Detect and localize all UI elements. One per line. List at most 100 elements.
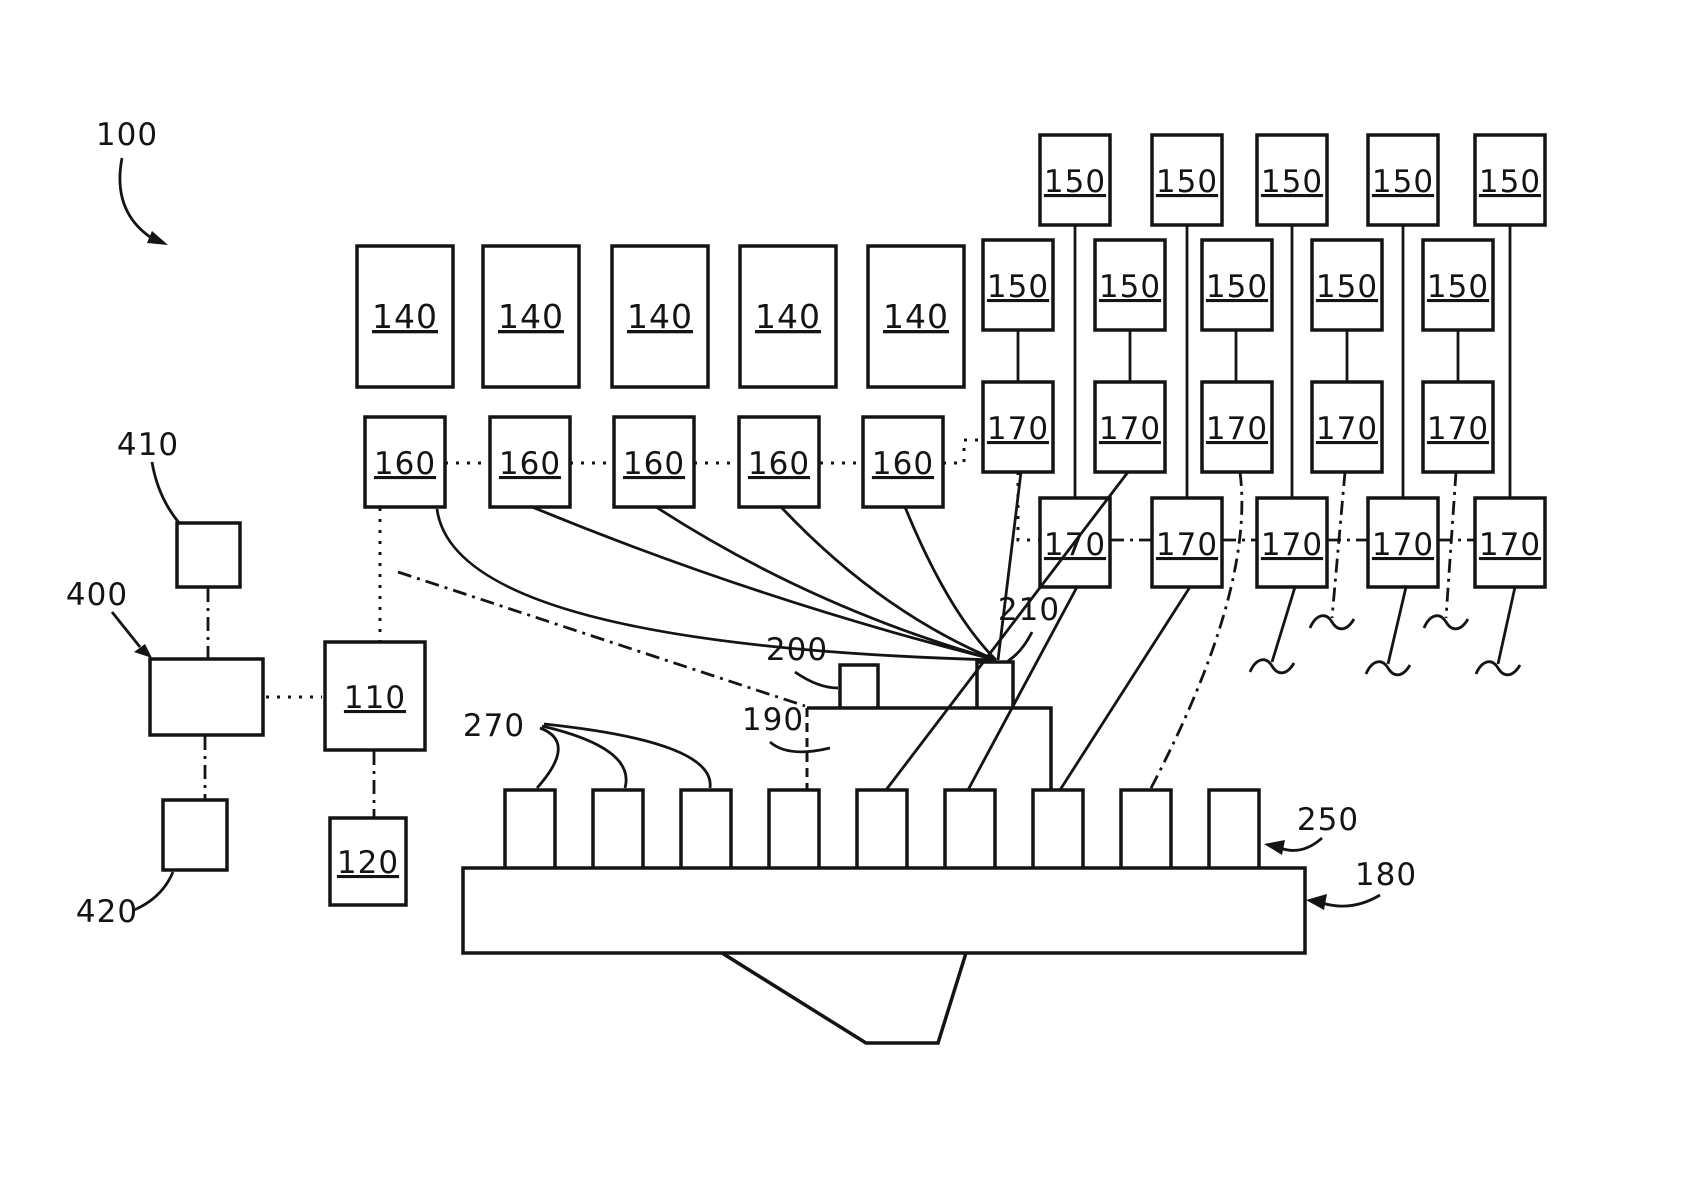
- leader-250: [1280, 838, 1322, 850]
- line-170up5-break: [1446, 472, 1456, 618]
- box-170-lower-1-label: 170: [1044, 527, 1106, 563]
- ref-label-420: 420: [76, 894, 138, 930]
- box-150-mid-3-label: 150: [1206, 269, 1268, 305]
- box-170-lower-4-label: 170: [1372, 527, 1434, 563]
- row-150-top: 150 150 150 150 150: [1040, 135, 1545, 225]
- box-150-top-1-label: 150: [1044, 164, 1106, 200]
- left-column: 410 400 420 110 120: [66, 427, 425, 930]
- leader-180: [1322, 895, 1380, 906]
- box-150-top-5-label: 150: [1479, 164, 1541, 200]
- box-120-label: 120: [337, 845, 399, 881]
- box-170-upper-1-label: 170: [987, 411, 1049, 447]
- pin-3: [681, 790, 731, 868]
- pin-7: [1033, 790, 1083, 868]
- ref-label-210: 210: [998, 592, 1060, 628]
- line-dashdot-body: [398, 572, 805, 706]
- box-150-mid-5-label: 150: [1427, 269, 1489, 305]
- leader-410: [152, 462, 180, 524]
- box-160-3-label: 160: [623, 446, 685, 482]
- ref-label-410: 410: [117, 427, 179, 463]
- line-170lo3-break: [1272, 587, 1295, 662]
- nozzle-210: [977, 662, 1013, 708]
- line-170up1-nozzle: [998, 472, 1021, 660]
- row-170-lower: 170 170 170 170 170: [1040, 498, 1545, 587]
- break-squiggles: [1250, 616, 1520, 675]
- assembly-ref-group: 100: [96, 117, 168, 245]
- box-160-2-label: 160: [499, 446, 561, 482]
- box-140-1-label: 140: [372, 297, 438, 336]
- leader-420: [134, 872, 173, 910]
- box-170-upper-5-label: 170: [1427, 411, 1489, 447]
- box-170-upper-2-label: 170: [1099, 411, 1161, 447]
- box-410: [177, 523, 240, 587]
- box-170-lower-2-label: 170: [1156, 527, 1218, 563]
- line-170lo2-pin7: [1060, 587, 1190, 790]
- leader-190: [770, 742, 830, 752]
- leader-270-2: [542, 726, 626, 788]
- box-140-3-label: 140: [627, 297, 693, 336]
- pin-2: [593, 790, 643, 868]
- arrowhead-100: [147, 231, 168, 245]
- line-170lo4-break: [1388, 587, 1406, 664]
- body-190-outline: [807, 708, 1051, 790]
- box-150-mid-1-label: 150: [987, 269, 1049, 305]
- leader-200: [795, 672, 838, 688]
- box-170-upper-3-label: 170: [1206, 411, 1268, 447]
- links-170-head: [886, 472, 1515, 790]
- printhead-labels: 270 190 200 210 250 180: [463, 592, 1417, 910]
- chain-170-entry: [1018, 472, 1040, 540]
- row-160: 160 160 160 160 160: [365, 417, 943, 507]
- pin-6: [945, 790, 995, 868]
- printhead: [463, 662, 1305, 1043]
- box-170-lower-5-label: 170: [1479, 527, 1541, 563]
- arrowhead-180: [1306, 894, 1327, 910]
- line-170up4-break: [1332, 472, 1345, 618]
- box-110-label: 110: [344, 680, 406, 716]
- nozzle-200: [840, 665, 878, 708]
- box-170-lower-3-label: 170: [1261, 527, 1323, 563]
- pin-4: [769, 790, 819, 868]
- box-140-2-label: 140: [498, 297, 564, 336]
- ref-label-100: 100: [96, 117, 158, 153]
- box-160-4-label: 160: [748, 446, 810, 482]
- row-140: 140 140 140 140 140: [357, 246, 964, 387]
- ref-label-190: 190: [742, 702, 804, 738]
- leader-210: [1008, 632, 1032, 661]
- box-170-upper-4-label: 170: [1316, 411, 1378, 447]
- links-160-nozzle: [398, 507, 996, 706]
- box-400: [150, 659, 263, 735]
- arrowhead-250: [1264, 840, 1285, 855]
- leader-arrow-100: [120, 158, 150, 237]
- box-150-top-3-label: 150: [1261, 164, 1323, 200]
- box-140-5-label: 140: [883, 297, 949, 336]
- leader-400: [112, 612, 140, 647]
- bar-180: [463, 868, 1305, 953]
- chain-160-to-170: [943, 440, 983, 463]
- ref-label-200: 200: [766, 632, 828, 668]
- pin-9: [1209, 790, 1259, 868]
- ref-label-250: 250: [1297, 802, 1359, 838]
- leader-270-1: [537, 728, 558, 788]
- funnel: [722, 953, 966, 1043]
- box-140-4-label: 140: [755, 297, 821, 336]
- box-150-top-4-label: 150: [1372, 164, 1434, 200]
- box-150-top-2-label: 150: [1156, 164, 1218, 200]
- arrowhead-400: [134, 644, 152, 658]
- ref-label-400: 400: [66, 577, 128, 613]
- row-170-upper: 170 170 170 170 170: [983, 382, 1493, 472]
- box-150-mid-4-label: 150: [1316, 269, 1378, 305]
- line-170up3-pin8: [1150, 472, 1242, 790]
- pin-1: [505, 790, 555, 868]
- pin-5: [857, 790, 907, 868]
- pin-8: [1121, 790, 1171, 868]
- box-160-1-label: 160: [374, 446, 436, 482]
- box-160-5-label: 160: [872, 446, 934, 482]
- line-170lo5-break: [1498, 587, 1515, 664]
- links-150-170: [1018, 225, 1510, 498]
- box-420: [163, 800, 227, 870]
- ref-label-180: 180: [1355, 857, 1417, 893]
- line-160-5-nozzle: [905, 507, 996, 660]
- ref-label-270: 270: [463, 708, 525, 744]
